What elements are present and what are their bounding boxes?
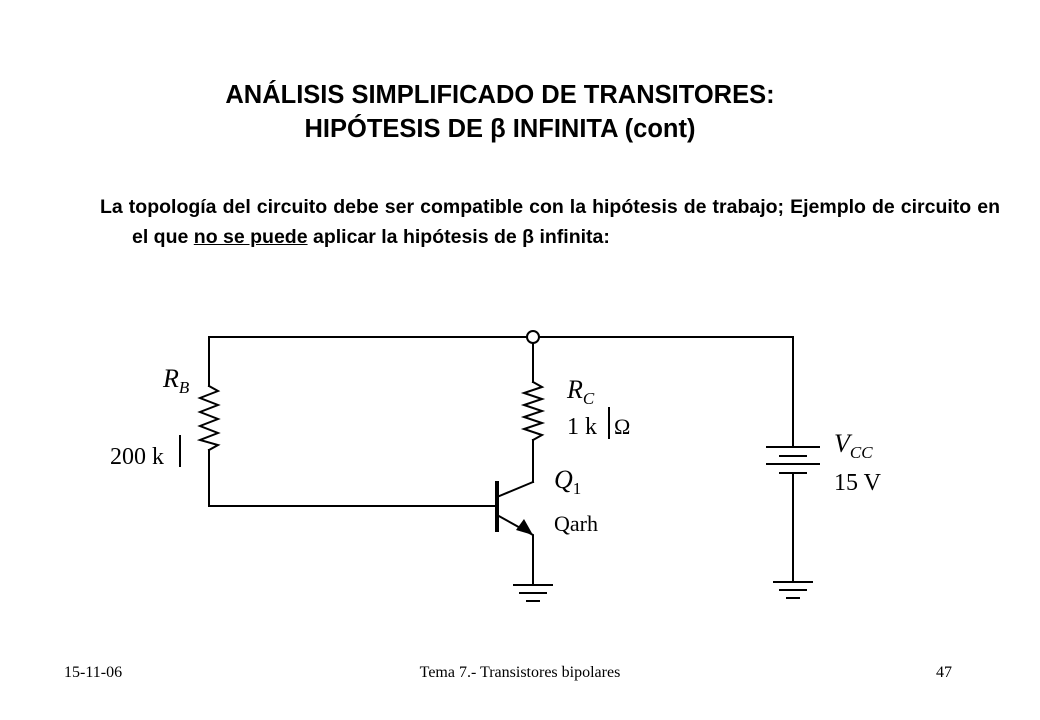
paragraph-underlined-text: no se puede <box>193 226 308 248</box>
ground-emitter <box>513 584 553 602</box>
q1-model: Qarh <box>554 511 598 536</box>
title-line-1: ANÁLISIS SIMPLIFICADO DE TRANSITORES: <box>225 81 775 109</box>
ground-vcc <box>773 581 813 599</box>
rb-value: 200 k <box>110 444 164 470</box>
emitter-arrow <box>516 519 533 535</box>
paragraph-text-start: La topología del circuito debe ser compa… <box>100 196 1000 248</box>
slide-title: ANÁLISIS SIMPLIFICADO DE TRANSITORES: HI… <box>0 78 1000 146</box>
footer-course-text: Tema 7.- Transistores bipolares <box>419 664 621 681</box>
rc-resistor <box>520 380 546 442</box>
supply-node <box>526 330 540 344</box>
body-paragraph: La topología del circuito debe ser compa… <box>100 192 1000 252</box>
title-line-2: HIPÓTESIS DE β INFINITA (cont) <box>304 115 696 143</box>
rb-wire <box>208 336 498 507</box>
footer-page-number: 47 <box>936 664 952 681</box>
vcc-label: VCC <box>834 429 873 462</box>
transistor-collector <box>495 480 535 499</box>
paragraph-text-end: aplicar la hipótesis de β infinita: <box>307 226 610 248</box>
vcc-value: 15 V <box>834 470 882 496</box>
rc-value: 1 k <box>567 414 597 440</box>
ohm-symbol: Ω <box>614 414 630 439</box>
rb-resistor <box>196 384 221 452</box>
footer-date: 15-11-06 <box>64 664 123 681</box>
vcc-battery <box>766 446 820 474</box>
footer-course: Tema 7.- Transistores bipolares <box>0 664 1040 682</box>
rb-label: RB <box>162 364 190 397</box>
rc-label: RC <box>566 375 595 408</box>
q1-label: Q1 <box>554 465 581 498</box>
